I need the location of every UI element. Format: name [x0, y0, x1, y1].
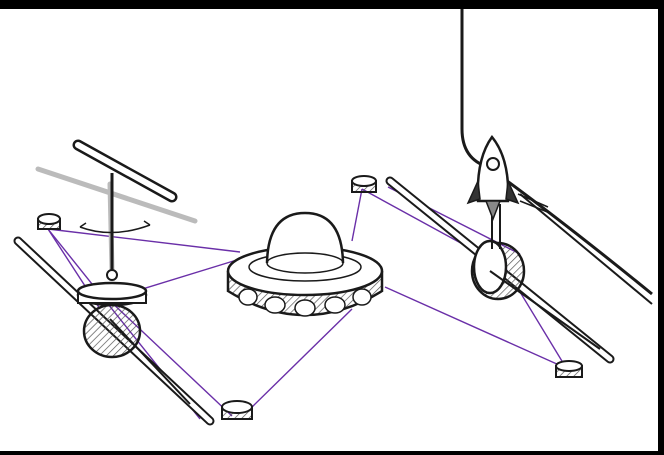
sketch-canvas — [0, 9, 658, 451]
post-left — [38, 214, 60, 229]
wall-edge — [520, 194, 652, 304]
post-bottom — [222, 401, 252, 419]
t-handle — [78, 145, 172, 280]
central-saucer — [228, 213, 382, 316]
post-bottom-right — [556, 361, 582, 377]
post-top-middle — [352, 176, 376, 192]
mechanism-drawing — [0, 9, 658, 451]
left-pulley — [78, 283, 190, 404]
rocket — [468, 137, 550, 249]
t-handle-ghost — [38, 169, 195, 271]
